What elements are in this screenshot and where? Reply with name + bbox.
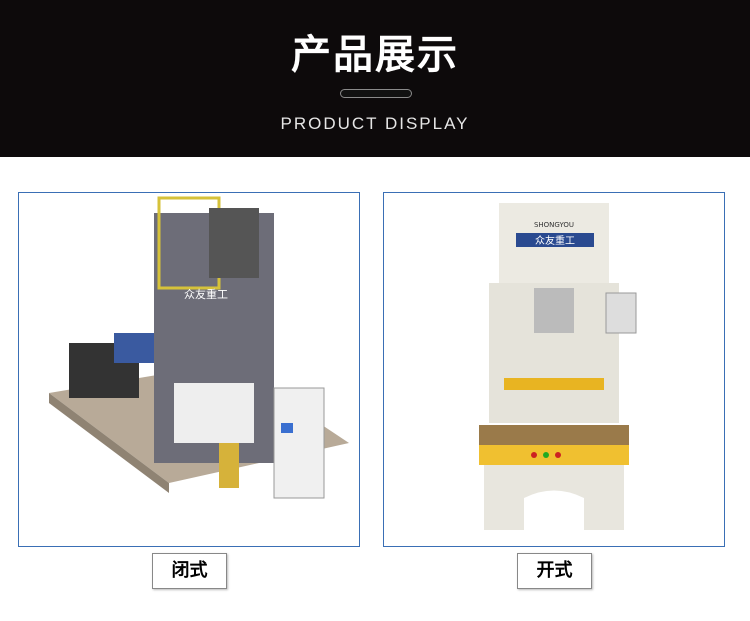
svg-text:众友重工: 众友重工 [184,287,228,301]
header-banner: 产品展示 PRODUCT DISPLAY [0,0,750,157]
divider-pill [340,89,412,98]
label-open-type: 开式 [517,553,592,589]
product-image-closed: 众友重工 [18,192,360,547]
page-subtitle: PRODUCT DISPLAY [280,114,470,133]
open-press-illustration: SHONGYOU 众友重工 [479,203,637,530]
label-closed-type: 闭式 [152,553,227,589]
svg-text:众友重工: 众友重工 [535,234,575,247]
product-image-open: SHONGYOU 众友重工 [383,192,725,547]
page-title: 产品展示 [291,32,459,78]
closed-press-illustration: 众友重工 [49,196,349,499]
svg-text:SHONGYOU: SHONGYOU [534,221,574,229]
